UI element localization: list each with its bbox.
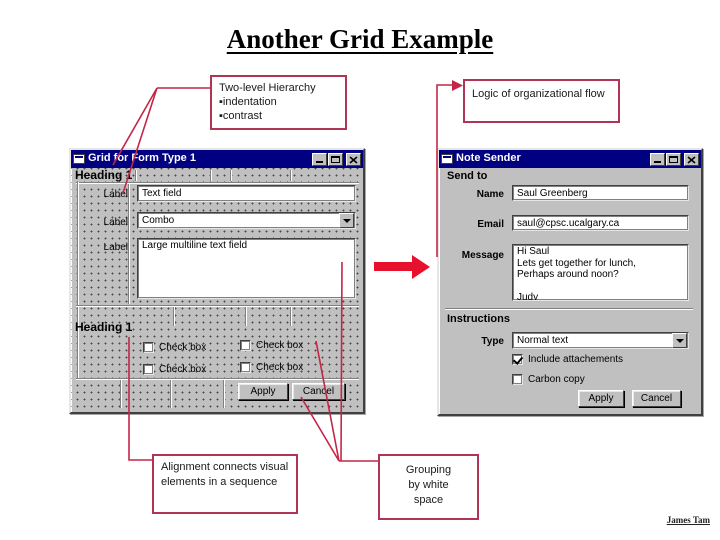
note-window-titlebar[interactable]: Note Sender [439, 150, 701, 168]
maximize-button[interactable] [328, 152, 343, 166]
checkbox-label: Carbon copy [528, 374, 585, 385]
maximize-icon [331, 155, 340, 163]
maximize-icon [669, 155, 678, 163]
close-icon [349, 155, 358, 164]
section-heading-bottom: Heading 1 [75, 320, 133, 334]
flow-arrow-icon [374, 255, 430, 279]
note-sender-window: Note Sender Send to Name Saul Greenberg … [437, 148, 703, 416]
guide-line [210, 170, 212, 181]
text-field[interactable]: Text field [137, 185, 356, 202]
minimize-button[interactable] [650, 152, 665, 166]
message-field[interactable]: Hi Saul Lets get together for lunch, Per… [512, 244, 689, 301]
guide-line [77, 182, 79, 378]
callout-alignment: Alignment connects visual elements in a … [152, 454, 298, 514]
page-title: Another Grid Example [226, 24, 494, 54]
guide-line [223, 380, 225, 408]
close-button[interactable] [684, 152, 699, 166]
guide-line [173, 307, 175, 326]
callout-grouping: Grouping by white space [378, 454, 479, 520]
guide-line [76, 378, 359, 380]
note-form-body: Send to Name Saul Greenberg Email saul@c… [439, 168, 701, 414]
maximize-button[interactable] [666, 152, 681, 166]
checkbox-2[interactable]: Check box [143, 364, 206, 375]
callout-bullet: ▪contrast [219, 110, 263, 122]
checkbox-label: Check box [256, 362, 304, 373]
combo-dropdown-icon[interactable] [339, 213, 354, 228]
field-label-1: Label [103, 189, 128, 200]
field-label-2: Label [103, 217, 128, 228]
type-label: Type [481, 336, 504, 347]
checked-checkbox-icon [512, 354, 523, 365]
apply-button[interactable]: Apply [578, 390, 624, 407]
window-icon [73, 154, 85, 164]
apply-button[interactable]: Apply [238, 383, 288, 400]
field-label-3: Label [103, 242, 128, 253]
checkbox-icon [240, 340, 251, 351]
callout-logic-of-flow: Logic of organizational flow [463, 79, 620, 123]
window-title: Grid for Form Type 1 [88, 152, 196, 164]
checkbox-label: Include attachements [528, 354, 624, 365]
section-heading-top: Heading 1 [75, 168, 133, 182]
instructions-heading: Instructions [447, 313, 510, 325]
minimize-button[interactable] [312, 152, 327, 166]
combo-dropdown-icon[interactable] [672, 333, 687, 348]
close-icon [687, 155, 696, 164]
include-attachments-checkbox[interactable]: Include attachements [512, 354, 623, 365]
grid-form-window: Grid for Form Type 1 Heading 1 Label Tex… [69, 148, 365, 414]
combo-box[interactable]: Combo [137, 212, 356, 229]
guide-line [290, 307, 292, 326]
minimize-icon [316, 160, 323, 163]
cancel-button[interactable]: Cancel [632, 390, 681, 407]
guide-line [120, 380, 122, 408]
guide-line [128, 184, 130, 304]
guide-line [290, 170, 292, 181]
email-label: Email [477, 219, 504, 230]
checkbox-label: Check box [256, 340, 304, 351]
logic-arrowhead-icon [452, 80, 463, 91]
checkbox-label: Check box [159, 364, 207, 375]
checkbox-icon [512, 374, 523, 385]
message-label: Message [461, 250, 504, 261]
window-icon [441, 154, 453, 164]
checkbox-3[interactable]: Check box [240, 340, 303, 351]
credit-text: James Tam [666, 515, 710, 525]
callout-bullet: ▪indentation [219, 96, 277, 108]
guide-line [170, 380, 172, 408]
cancel-button[interactable]: Cancel [292, 383, 345, 400]
minimize-icon [654, 160, 661, 163]
checkbox-1[interactable]: Check box [143, 342, 206, 353]
send-to-heading: Send to [447, 170, 488, 182]
guide-line [76, 305, 359, 307]
guide-line [245, 307, 247, 326]
checkbox-icon [143, 364, 154, 375]
checkbox-4[interactable]: Check box [240, 362, 303, 373]
callout-two-level-hierarchy: Two-level Hierarchy ▪indentation ▪contra… [210, 75, 347, 130]
grid-window-titlebar[interactable]: Grid for Form Type 1 [71, 150, 363, 168]
name-field[interactable]: Saul Greenberg [512, 185, 689, 201]
window-title: Note Sender [456, 152, 521, 164]
close-button[interactable] [346, 152, 361, 166]
checkbox-label: Check box [159, 342, 207, 353]
form-designer-canvas: Heading 1 Label Text field Label Combo L… [71, 168, 363, 412]
name-label: Name [476, 189, 504, 200]
section-divider [445, 308, 693, 310]
guide-line [135, 170, 137, 181]
type-combo-box[interactable]: Normal text [512, 332, 689, 349]
checkbox-icon [240, 362, 251, 373]
guide-line [76, 182, 359, 184]
multiline-text-field[interactable]: Large multiline text field [137, 238, 356, 299]
callout-line: Two-level Hierarchy [219, 82, 316, 94]
guide-line [230, 170, 232, 181]
checkbox-icon [143, 342, 154, 353]
carbon-copy-checkbox[interactable]: Carbon copy [512, 374, 585, 385]
email-field[interactable]: saul@cpsc.ucalgary.ca [512, 215, 689, 231]
